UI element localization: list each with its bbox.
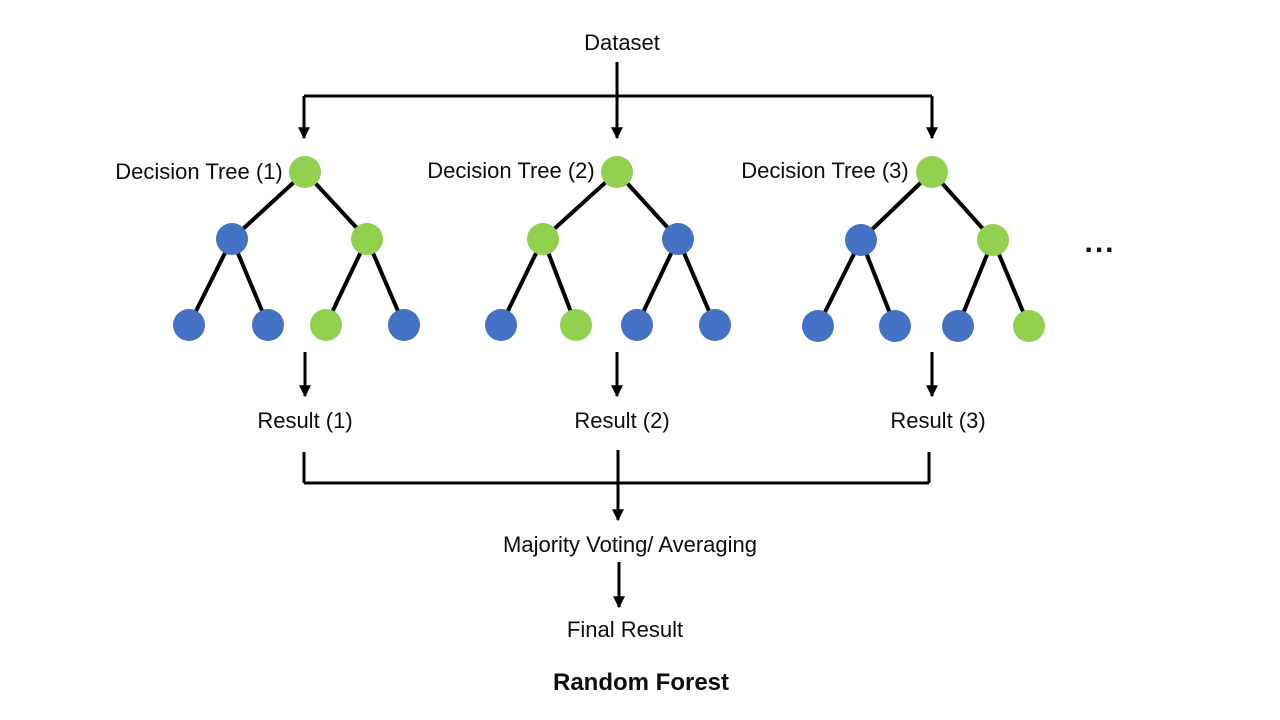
tree-2-node-green	[601, 156, 633, 188]
tree-1-node-green	[289, 156, 321, 188]
tree-2-node-green	[527, 223, 559, 255]
tree-1-node-blue	[252, 309, 284, 341]
final-result-label: Final Result	[566, 617, 684, 642]
majority-voting-label: Majority Voting/ Averaging	[503, 532, 757, 557]
tree-3-node-blue	[942, 310, 974, 342]
tree-3-edge	[859, 170, 934, 242]
tree-3-node-green	[977, 224, 1009, 256]
tree-1-edge	[187, 238, 234, 326]
tree-3-node-blue	[845, 224, 877, 256]
tree-1-edge	[230, 170, 307, 241]
decision-tree-2-label: Decision Tree (2)	[427, 158, 595, 183]
tree-2-node-blue	[662, 223, 694, 255]
tree-3-edge	[816, 239, 863, 327]
more-trees-ellipsis: ...	[1084, 226, 1116, 259]
tree-1-node-green	[310, 309, 342, 341]
dataset-label: Dataset	[584, 30, 660, 55]
tree-2-node-blue	[485, 309, 517, 341]
tree-2-node-blue	[699, 309, 731, 341]
diagram-title: Random Forest	[552, 669, 730, 696]
result-2-label: Result (2)	[574, 408, 670, 433]
tree-1-node-blue	[216, 223, 248, 255]
decision-tree-1-label: Decision Tree (1)	[115, 159, 283, 184]
decision-tree-3-label: Decision Tree (3)	[741, 158, 909, 183]
tree-3-node-green	[1013, 310, 1045, 342]
tree-3-node-blue	[879, 310, 911, 342]
tree-1-node-green	[351, 223, 383, 255]
tree-2-node-green	[560, 309, 592, 341]
result-1-label: Result (1)	[257, 408, 353, 433]
tree-1-node-blue	[388, 309, 420, 341]
tree-3-node-blue	[802, 310, 834, 342]
tree-2-edge	[541, 170, 619, 241]
tree-1-node-blue	[173, 309, 205, 341]
result-3-label: Result (3)	[890, 408, 986, 433]
tree-3-node-green	[916, 156, 948, 188]
tree-2-node-blue	[621, 309, 653, 341]
